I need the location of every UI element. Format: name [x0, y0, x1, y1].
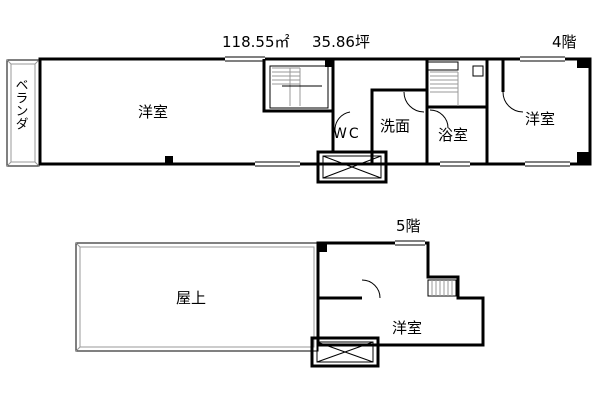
wc-label: WC	[333, 126, 361, 142]
duct-box-4f	[316, 150, 388, 184]
floor-5-label: 5階	[396, 217, 421, 235]
floor-4-plan: WC 洗面 浴室 洋室 洋室 ベランダ	[6, 56, 592, 184]
duct-box-5f	[310, 336, 380, 368]
veranda-label: ベランダ	[13, 78, 29, 130]
stairwell-4f-right	[425, 59, 489, 109]
bath-label: 浴室	[438, 126, 468, 144]
western-room-5f-label: 洋室	[392, 319, 422, 337]
western-room-right-label: 洋室	[525, 110, 555, 128]
bath-room: 浴室	[425, 107, 489, 164]
rooftop: 屋上	[75, 242, 319, 352]
floor-5-plan: 屋上 洋室	[75, 240, 485, 368]
stairwell-4f	[262, 59, 335, 113]
western-room-left-label: 洋室	[138, 103, 168, 121]
stairwell-5f	[427, 279, 457, 297]
washroom-label: 洗面	[380, 117, 410, 135]
rooftop-label: 屋上	[176, 289, 206, 307]
total-area-tsubo: 35.86坪	[312, 33, 370, 51]
total-area-sqm: 118.55㎡	[222, 33, 290, 51]
wc-room: WC	[331, 111, 374, 154]
floor-4-label: 4階	[552, 33, 577, 51]
